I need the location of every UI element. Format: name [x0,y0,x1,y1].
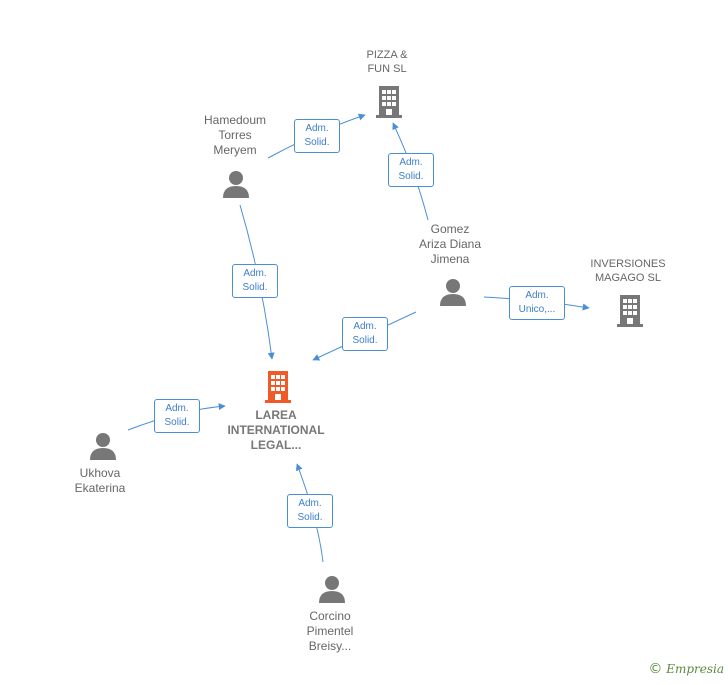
copyright-icon: © [648,661,663,677]
node-label-ukhova[interactable]: Ukhova Ekaterina [74,466,126,495]
node-label-pizza-fun[interactable]: PIZZA & FUN SL [366,49,408,75]
edge-label-gomez-inversiones[interactable]: Adm. Unico,... [509,286,565,320]
edge-label-gomez-larea[interactable]: Adm. Solid. [342,317,388,351]
node-label-corcino[interactable]: Corcino Pimentel Breisy... [306,609,354,653]
building-icon[interactable] [614,293,646,327]
person-icon[interactable] [88,432,118,460]
main-building-icon[interactable] [262,369,294,403]
person-icon[interactable] [438,278,468,306]
node-label-larea[interactable]: LAREA INTERNATIONAL LEGAL... [227,408,325,452]
brand-logo: © Empresia [648,661,724,677]
person-icon[interactable] [317,575,347,603]
edge-label-corcino-larea[interactable]: Adm. Solid. [287,494,333,528]
edge-label-ukhova-larea[interactable]: Adm. Solid. [154,399,200,433]
node-label-gomez[interactable]: Gomez Ariza Diana Jimena [418,222,482,266]
node-label-inversiones-magago[interactable]: INVERSIONES MAGAGO SL [590,258,666,284]
building-icon[interactable] [373,84,405,118]
edge-label-hamedoum-larea[interactable]: Adm. Solid. [232,264,278,298]
node-label-hamedoum[interactable]: Hamedoum Torres Meryem [203,113,267,157]
edge-label-gomez-pizza[interactable]: Adm. Solid. [388,153,434,187]
brand-name: Empresia [666,662,724,676]
person-icon[interactable] [221,170,251,198]
edge-label-hamedoum-pizza[interactable]: Adm. Solid. [294,119,340,153]
